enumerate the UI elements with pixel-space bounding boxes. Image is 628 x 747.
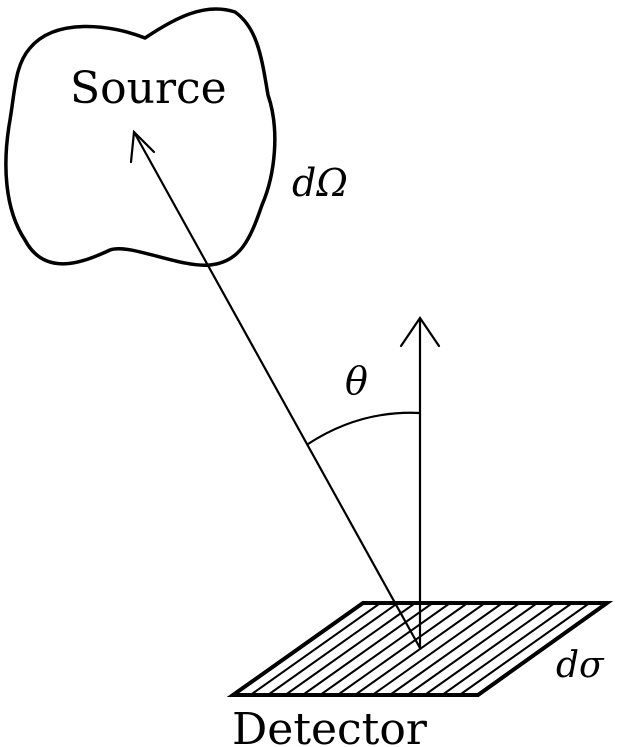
source-region-outline (4, 7, 277, 267)
detector-hatch-line (371, 602, 504, 696)
detector-hatch-line (389, 602, 521, 696)
detector-hatching (249, 602, 591, 696)
detector-hatch-line (406, 602, 538, 696)
angle-arc (307, 411, 421, 445)
detector-hatch-line (441, 602, 573, 696)
detector-hatch-line (249, 602, 382, 696)
detector-hatch-line (354, 602, 486, 696)
detector-hatch-line (302, 602, 434, 696)
detector-hatch-line (424, 602, 556, 696)
detector-hatch-line (336, 602, 469, 696)
line-of-sight-arrowhead (129, 129, 156, 164)
detector-hatch-line (284, 602, 416, 696)
normal-vector-arrowhead (399, 316, 441, 348)
angle-theta-label: θ (345, 359, 368, 403)
source-label: Source (70, 63, 227, 114)
detector-plate (226, 601, 614, 697)
area-element-label: dσ (556, 645, 605, 686)
line-of-sight (133, 131, 421, 649)
detector-label: Detector (232, 704, 428, 747)
detector-hatch-line (319, 602, 451, 696)
solid-angle-label: dΩ (292, 161, 348, 205)
detector-hatch-line (267, 602, 399, 696)
detector-hatch-line (458, 602, 591, 696)
